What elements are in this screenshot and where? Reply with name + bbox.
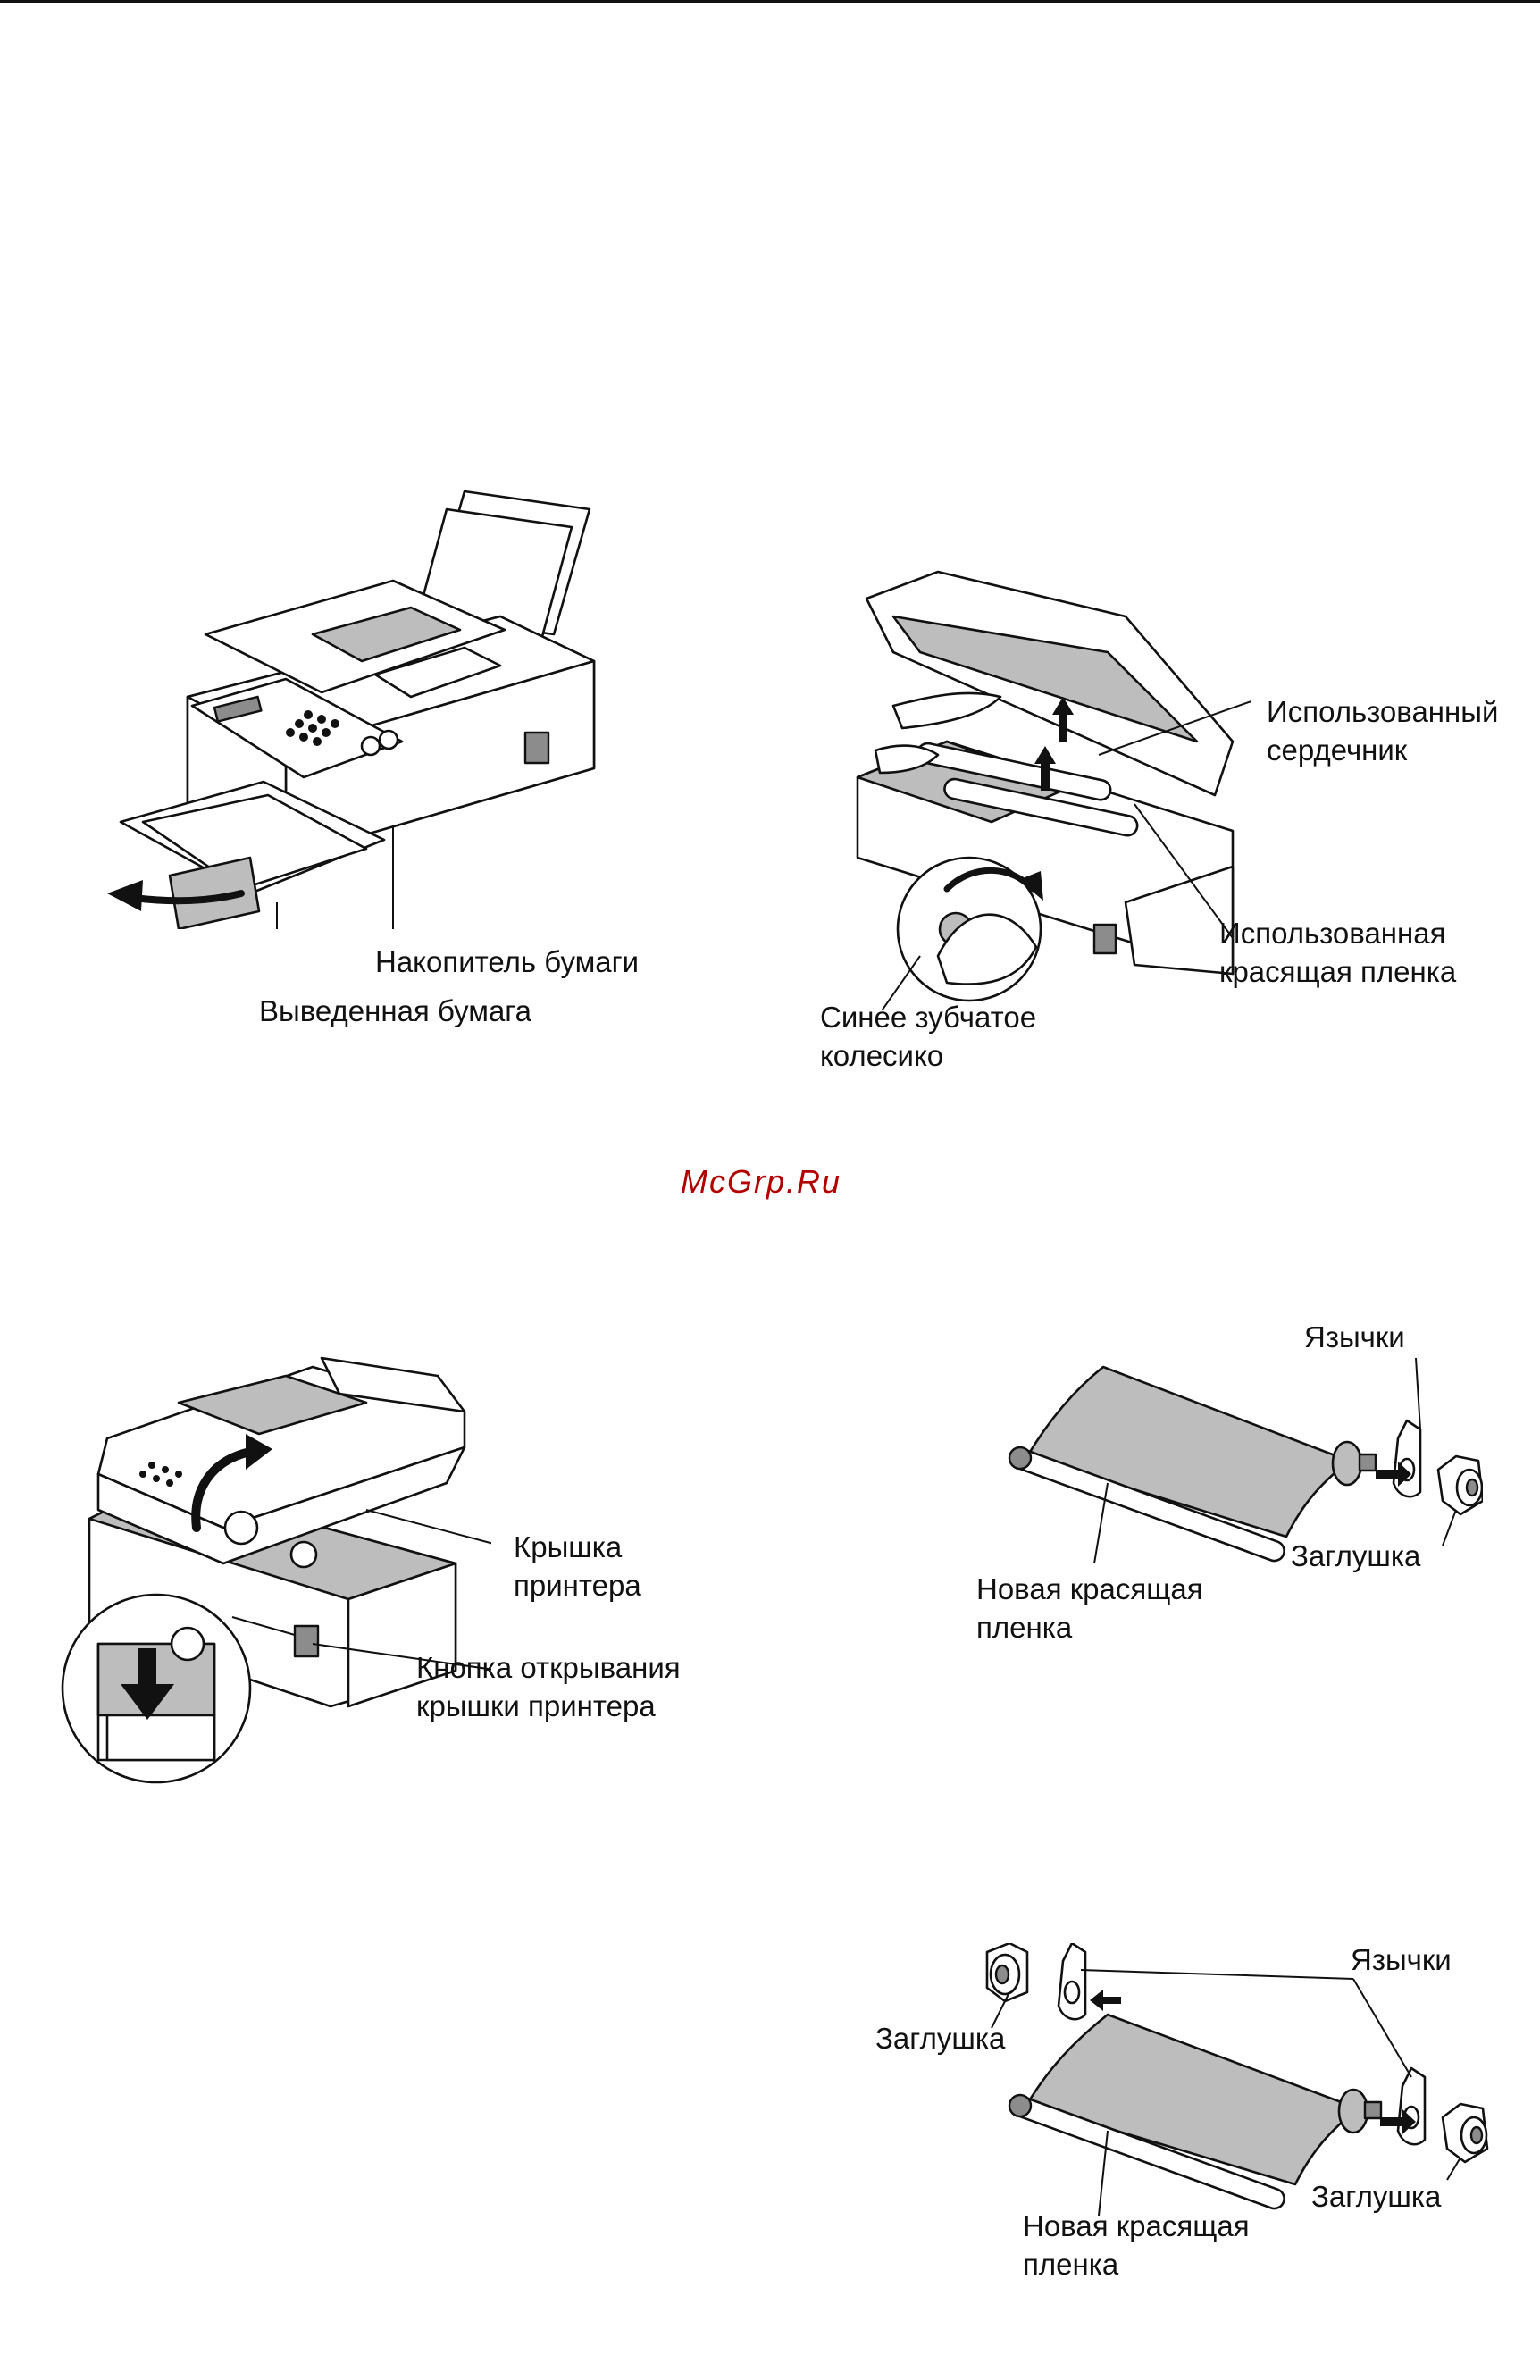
label-stopper-2-left: Заглушка [875, 2019, 1005, 2058]
fax-machine-open-used-film-illustration [840, 563, 1251, 1010]
label-blue-gear-line1: Синее зубчатое [820, 998, 1036, 1037]
label-new-film-1-line2: пленка [976, 1608, 1072, 1647]
label-stopper-1: Заглушка [1291, 1537, 1420, 1576]
label-stopper-2-right: Заглушка [1311, 2177, 1441, 2217]
label-printer-cover-line1: Крышка [514, 1528, 622, 1567]
watermark: McGrp.Ru [681, 1163, 841, 1201]
fax-machine-paper-output-illustration [107, 473, 607, 929]
label-output-paper: Выведенная бумага [259, 992, 531, 1031]
label-new-film-1-line1: Новая красящая [976, 1570, 1203, 1609]
label-cover-button-line1: Кнопка открывания [416, 1648, 681, 1688]
label-printer-cover-line2: принтера [514, 1566, 641, 1605]
figure-open-cover [45, 1349, 491, 1796]
label-used-film-line2: красящая пленка [1219, 952, 1456, 992]
label-tabs-2: Язычки [1351, 1940, 1452, 1980]
figure-used-film [840, 563, 1251, 1010]
top-rule [0, 0, 1540, 3]
label-tabs-1: Язычки [1304, 1318, 1405, 1357]
figure-paper-output [107, 473, 607, 929]
label-new-film-2-line2: пленка [1023, 2245, 1118, 2284]
label-used-core-line1: Использованный [1267, 692, 1498, 732]
label-used-core-line2: сердечник [1267, 731, 1407, 770]
label-paper-tray: Накопитель бумаги [375, 943, 639, 982]
fax-machine-open-cover-illustration [45, 1349, 491, 1796]
label-blue-gear-line2: колесико [820, 1036, 943, 1076]
label-cover-button-line2: крышки принтера [416, 1687, 656, 1726]
label-used-film-line1: Использованная [1219, 914, 1445, 953]
label-new-film-2-line1: Новая красящая [1023, 2207, 1250, 2246]
